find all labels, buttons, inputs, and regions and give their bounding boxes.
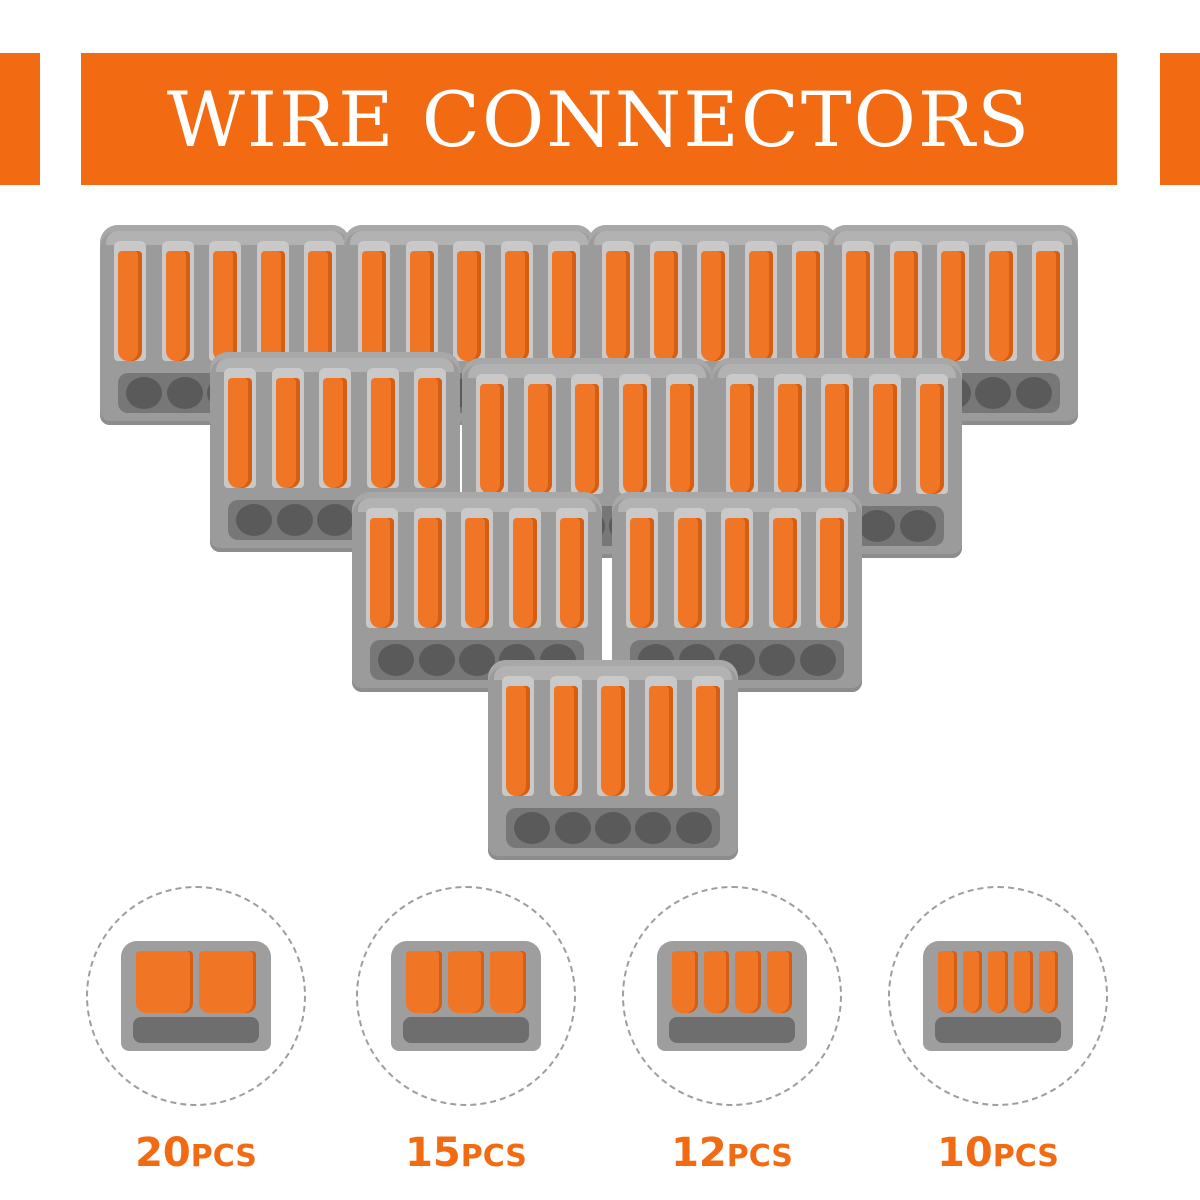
connector-4-lever-image [657,941,807,1051]
count-label-15: 15PCS [405,1130,527,1176]
mini-lever [672,951,698,1013]
connector-5-lever-image [923,941,1073,1051]
mini-lever [988,951,1008,1013]
mini-lever [938,951,958,1013]
mini-lever [406,951,442,1013]
mini-lever [963,951,983,1013]
count-label-12: 12PCS [671,1130,793,1176]
count-label-20: 20PCS [135,1130,257,1176]
mini-lever [766,951,792,1013]
variant-circle-2-lever [86,886,306,1106]
mini-lever [1038,951,1059,1013]
right-accent-tab [1160,53,1200,185]
count-label-10: 10PCS [937,1130,1059,1176]
variant-circle-4-lever [622,886,842,1106]
mini-lever [136,951,193,1013]
mini-lever [448,951,484,1013]
left-accent-tab [0,53,40,185]
banner-title: WIRE CONNECTORS [166,74,1032,164]
connector-block [612,492,862,692]
mini-lever [490,951,526,1013]
variant-circle-3-lever [356,886,576,1106]
connector-2-lever-image [121,941,271,1051]
mini-lever [1013,951,1033,1013]
connector-3-lever-image [391,941,541,1051]
variant-circle-5-lever [888,886,1108,1106]
connector-block [488,660,738,860]
connector-block [100,225,350,425]
mini-lever [703,951,729,1013]
mini-lever [199,951,256,1013]
title-banner: WIRE CONNECTORS [81,53,1117,185]
mini-lever [735,951,761,1013]
